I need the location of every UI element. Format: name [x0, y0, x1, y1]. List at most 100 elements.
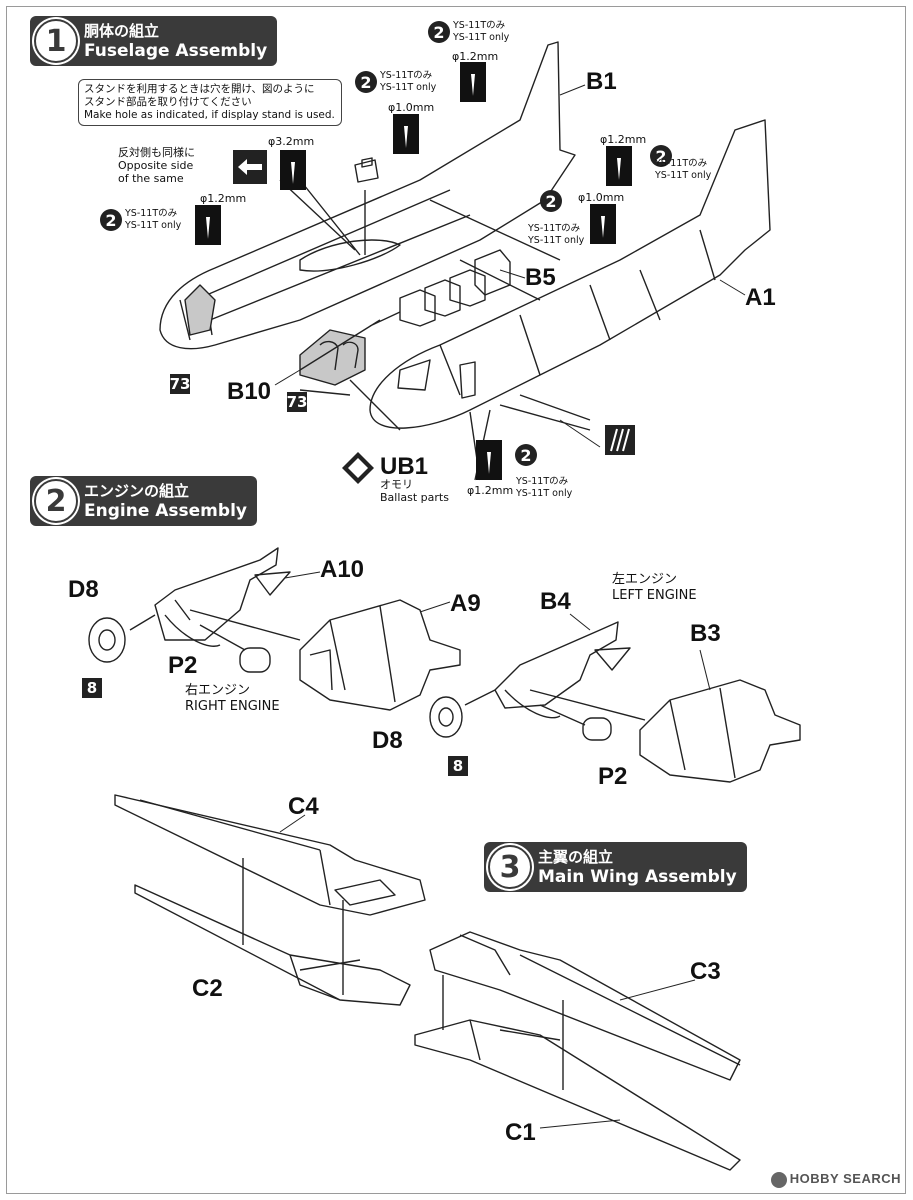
ballast-jp: オモリ: [380, 478, 413, 491]
option-number: 2: [100, 209, 122, 231]
step-title-en: Engine Assembly: [84, 501, 247, 521]
option-en: YS-11T only: [528, 235, 585, 246]
step-number: 3: [488, 845, 532, 889]
drill-icon: [606, 146, 632, 186]
bracket-b5: [474, 249, 511, 296]
option-jp: YS-11Tのみ: [125, 208, 178, 219]
step-title-jp: エンジンの組立: [84, 482, 190, 500]
opposite-side-note: 反対側も同様に Opposite side of the same: [118, 146, 195, 185]
paint-badge-73-b: 73: [286, 392, 308, 412]
drill-size-12-d: φ1.2mm: [467, 484, 514, 497]
paint-badge-8-b: 8: [448, 756, 468, 776]
engine-half-a10: [154, 547, 279, 641]
part-label-c1: C1: [505, 1119, 536, 1146]
opposite-en1: Opposite side: [118, 159, 194, 172]
ballast-boxes: [399, 269, 486, 327]
opposite-jp: 反対側も同様に: [118, 146, 195, 159]
ballast-en: Ballast parts: [380, 491, 449, 504]
part-label-c3: C3: [690, 958, 721, 985]
ballast-label: オモリ Ballast parts: [380, 478, 449, 504]
option-en: YS-11T only: [655, 170, 712, 181]
paint-badge-73-a: 73: [169, 374, 191, 394]
left-engine-label: 左エンジン LEFT ENGINE: [612, 572, 697, 604]
paint-badge-8-a: 8: [82, 678, 102, 698]
option-ys11t-e: 2: [540, 190, 565, 212]
option-number: 2: [540, 190, 562, 212]
watermark: HOBBY SEARCH: [770, 1171, 901, 1188]
drill-size-10-a: φ1.0mm: [388, 101, 435, 114]
part-label-c4: C4: [288, 793, 319, 820]
fuselage-half-b1: [159, 41, 576, 350]
left-engine-jp: 左エンジン: [612, 572, 678, 587]
drill-size-32: φ3.2mm: [268, 135, 315, 148]
option-en: YS-11T only: [516, 488, 573, 499]
stand-note: スタンドを利用するときは穴を開け、図のように スタンド部品を取り付けてください …: [78, 79, 342, 126]
wing-upper-c3: [429, 931, 741, 1081]
part-label-a1: A1: [745, 284, 776, 311]
part-label-b5: B5: [525, 264, 556, 291]
right-engine-jp: 右エンジン: [185, 683, 251, 698]
part-label-ub1: UB1: [380, 453, 429, 480]
part-label-b3: B3: [690, 620, 721, 647]
drill-icon: [476, 440, 502, 480]
wing-lower-c2: [134, 884, 411, 1006]
decal-marker: [605, 425, 635, 455]
part-label-d8-left: D8: [372, 727, 403, 754]
option-jp: YS-11Tのみ: [516, 476, 569, 487]
option-jp: YS-11Tのみ: [453, 20, 506, 31]
option-jp: YS-11Tのみ: [528, 223, 581, 234]
stand-note-en: Make hole as indicated, if display stand…: [84, 109, 335, 121]
part-label-a10: A10: [320, 556, 365, 583]
drill-size-12-b: φ1.2mm: [452, 50, 499, 63]
drill-size-10-b: φ1.0mm: [578, 191, 625, 204]
part-label-b1: B1: [586, 68, 617, 95]
option-jp: YS-11Tのみ: [380, 70, 433, 81]
option-en: YS-11T only: [125, 220, 182, 231]
page-frame: [6, 6, 906, 1194]
option-number: 2: [650, 145, 672, 167]
part-label-a9: A9: [450, 590, 481, 617]
drill-icon: [195, 205, 221, 245]
watermark-text: HOBBY SEARCH: [789, 1171, 901, 1187]
wing-upper-c4: [114, 794, 426, 916]
right-engine-en: RIGHT ENGINE: [185, 699, 280, 714]
part-label-d8-right: D8: [68, 576, 99, 603]
step-number: 2: [34, 479, 78, 523]
opposite-side-arrow-icon: [233, 150, 267, 184]
part-label-b10: B10: [227, 378, 272, 405]
shaft-p2-left: [582, 717, 612, 741]
drill-icon: [590, 204, 616, 244]
right-engine-label: 右エンジン RIGHT ENGINE: [185, 683, 280, 715]
step-title-en: Fuselage Assembly: [84, 41, 268, 61]
spinner-d8-right: [88, 617, 126, 663]
left-engine-en: LEFT ENGINE: [612, 588, 697, 603]
option-ys11t-f: 2: [515, 444, 540, 466]
engine-half-b4: [494, 621, 619, 709]
option-number: 2: [355, 71, 377, 93]
option-en: YS-11T only: [453, 32, 510, 43]
step-title-en: Main Wing Assembly: [538, 867, 737, 887]
option-number: 2: [428, 21, 450, 43]
drill-icon: [393, 114, 419, 154]
drill-icon: [280, 150, 306, 190]
option-number: 2: [515, 444, 537, 466]
ballast-diamond-symbol: [342, 452, 374, 484]
wing-lower-c1: [414, 1019, 741, 1171]
opposite-en2: of the same: [118, 172, 184, 185]
stand-note-jp2: スタンド部品を取り付けてください: [84, 96, 252, 108]
step-number: 1: [34, 19, 78, 63]
watermark-logo-icon: [770, 1172, 787, 1188]
stand-note-jp1: スタンドを利用するときは穴を開け、図のように: [84, 83, 315, 95]
part-label-p2-right: P2: [168, 652, 198, 679]
step-title-jp: 胴体の組立: [84, 22, 160, 40]
